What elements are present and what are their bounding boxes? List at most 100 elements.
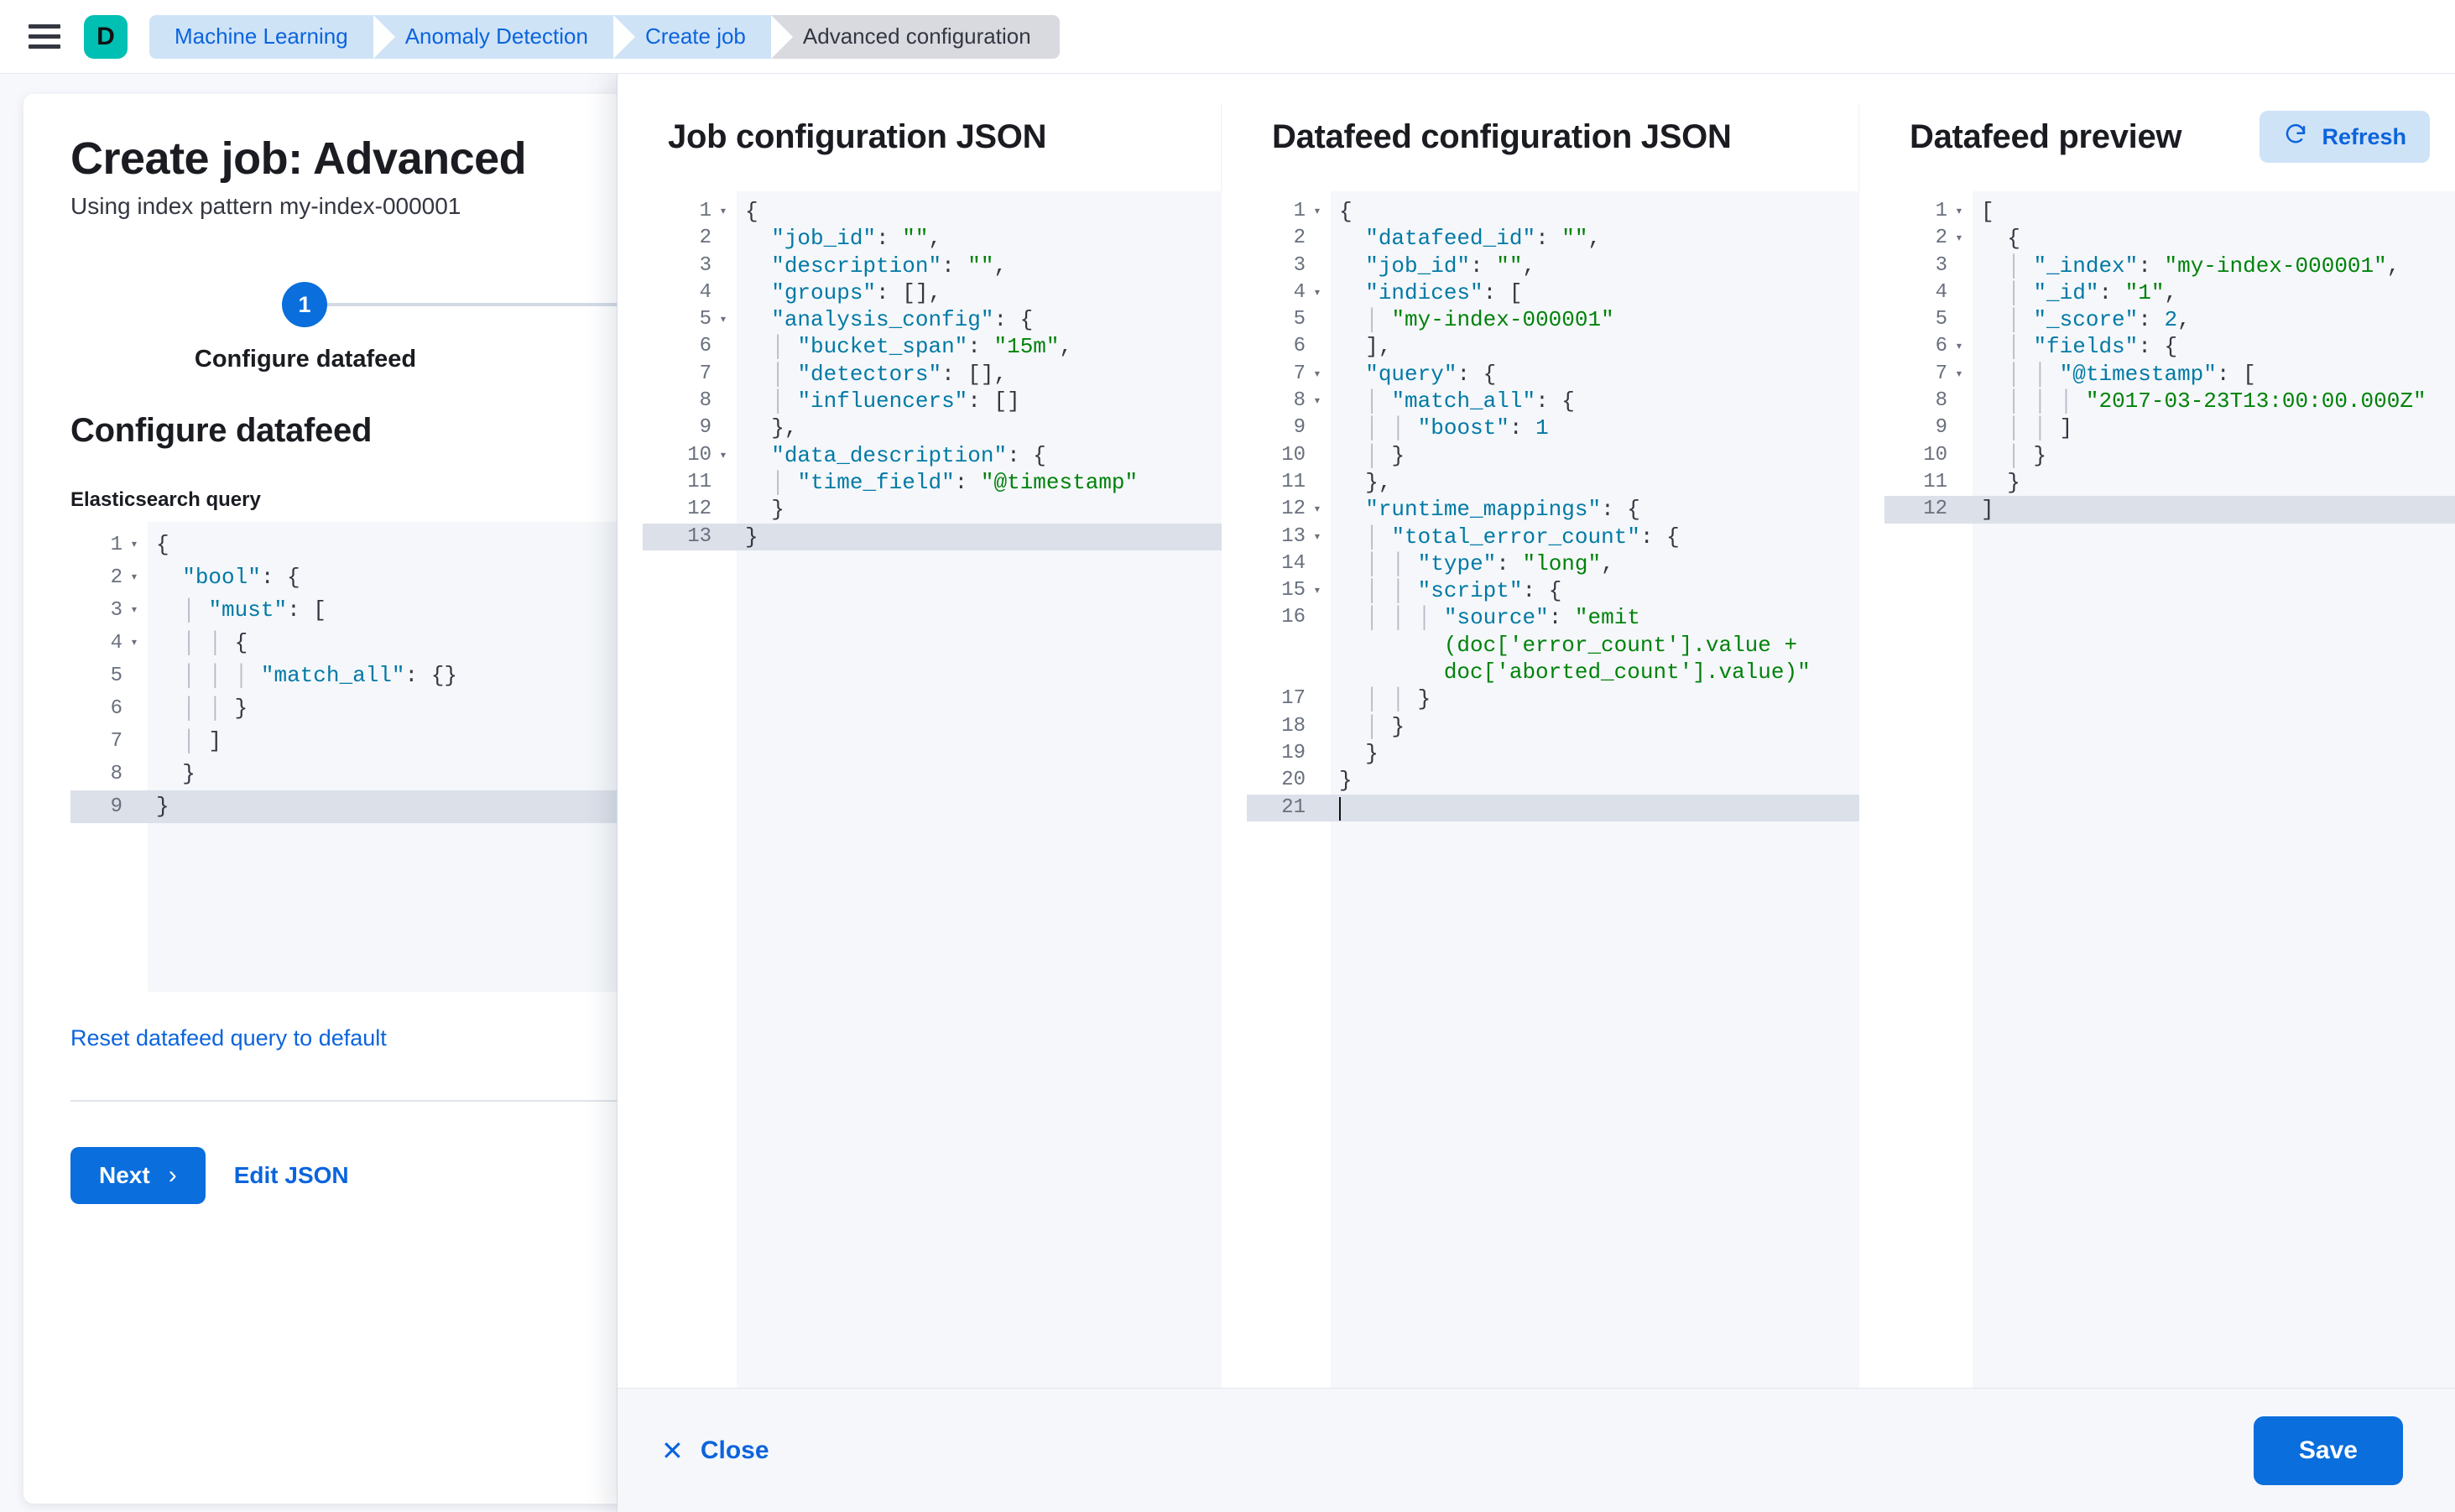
fold-caret-icon: ▾	[1313, 583, 1321, 599]
code-line: │ │ │ "source": "emit (doc['error_count'…	[1365, 605, 1811, 686]
line-number: 10▾	[643, 442, 737, 469]
code-line: │ "fields": {	[2007, 334, 2178, 360]
line-number: 5	[1935, 308, 1947, 331]
line-number: 2	[699, 227, 711, 250]
code-line: {	[156, 532, 169, 557]
code-line: }	[1339, 768, 1353, 794]
line-number: 4	[1935, 280, 1947, 304]
code-line: │ ]	[182, 728, 222, 753]
code-line: │ │ {	[182, 630, 248, 655]
elasticsearch-query-label: Elasticsearch query	[70, 488, 261, 511]
step-1-bullet[interactable]: 1	[282, 282, 327, 327]
edit-json-button[interactable]: Edit JSON	[233, 1162, 349, 1188]
refresh-button-label: Refresh	[2322, 123, 2406, 149]
code-line: "description": "",	[771, 253, 1008, 279]
line-number: 12	[687, 498, 711, 521]
reset-datafeed-query-link[interactable]: Reset datafeed query to default	[70, 1025, 387, 1051]
line-number: 3	[699, 253, 711, 277]
line-number: 13	[643, 523, 737, 550]
code-line: }	[2007, 469, 2020, 495]
line-number: 8	[110, 763, 122, 785]
line-number: 9	[699, 416, 711, 440]
code-content[interactable]: { "datafeed_id": "", "job_id": "", "indi…	[1331, 191, 1859, 1388]
step-connector-line	[327, 303, 866, 306]
code-line: │ │ }	[182, 696, 248, 721]
close-button-label: Close	[700, 1436, 769, 1464]
fold-caret-icon: ▾	[719, 204, 727, 219]
code-line: "datafeed_id": "",	[1365, 226, 1602, 252]
divider	[70, 1100, 869, 1102]
line-number: 8▾	[1247, 388, 1331, 414]
line-number: 11	[687, 470, 711, 493]
next-button[interactable]: Next ›	[70, 1147, 206, 1204]
code-line: ]	[1973, 496, 2455, 524]
job-configuration-json-title: Job configuration JSON	[668, 117, 1047, 155]
fold-caret-icon: ▾	[1313, 529, 1321, 545]
code-content[interactable]: [ { │ "_index": "my-index-000001", │ "_i…	[1973, 191, 2455, 1388]
line-number: 3	[1293, 253, 1306, 277]
close-button[interactable]: ✕ Close	[661, 1435, 769, 1467]
line-number: 12▾	[1247, 496, 1331, 523]
code-line: {	[2007, 226, 2020, 252]
refresh-icon	[2283, 122, 2308, 153]
code-line: },	[771, 415, 798, 441]
line-number: 9	[1293, 416, 1306, 440]
line-number: 17	[1281, 687, 1306, 711]
code-line: │ "_score": 2,	[2007, 307, 2191, 333]
refresh-button[interactable]: Refresh	[2260, 111, 2430, 163]
code-line: "analysis_config": {	[771, 307, 1034, 333]
code-line: │ }	[1365, 713, 1405, 739]
code-line: │ │ ]	[2007, 415, 2073, 441]
section-heading: Configure datafeed	[70, 412, 373, 449]
line-number: 6	[110, 697, 122, 720]
fold-caret-icon: ▾	[1313, 394, 1321, 409]
fold-caret-icon: ▾	[719, 447, 727, 463]
code-line: │ │ "boost": 1	[1365, 415, 1549, 441]
code-line: │ "_id": "1",	[2007, 279, 2178, 305]
code-line: [	[1981, 199, 1994, 224]
hamburger-menu-icon[interactable]	[29, 19, 64, 55]
breadcrumb-item-advanced-configuration[interactable]: Advanced configuration	[770, 14, 1060, 59]
text-cursor	[1339, 797, 1341, 821]
fold-caret-icon: ▾	[130, 537, 138, 552]
line-number: 7	[110, 730, 122, 753]
page-subtitle: Using index pattern my-index-000001	[70, 193, 461, 219]
line-number: 2▾	[1884, 225, 1973, 252]
code-line: │ │ "@timestamp": [	[2007, 361, 2256, 387]
breadcrumb-item-machine-learning[interactable]: Machine Learning	[149, 14, 395, 59]
code-line: │ "my-index-000001"	[1365, 307, 1614, 333]
line-number: 1▾	[643, 198, 737, 225]
fold-caret-icon: ▾	[1313, 204, 1321, 219]
code-line: ],	[1365, 334, 1392, 360]
breadcrumb-item-create-job[interactable]: Create job	[612, 14, 793, 59]
fold-caret-icon: ▾	[1955, 231, 1963, 247]
column-header: Datafeed preview Refresh	[1884, 104, 2455, 169]
top-chrome-bar: D Machine Learning Anomaly Detection Cre…	[0, 0, 2455, 74]
line-number: 13▾	[1247, 524, 1331, 550]
line-number: 21	[1247, 794, 1331, 821]
column-header: Datafeed configuration JSON	[1247, 104, 1858, 169]
code-line: "runtime_mappings": {	[1365, 497, 1640, 523]
code-line: │ }	[2007, 442, 2047, 468]
save-button[interactable]: Save	[2253, 1416, 2403, 1485]
code-line: }	[182, 761, 195, 786]
fold-caret-icon: ▾	[1955, 339, 1963, 355]
space-avatar[interactable]: D	[84, 14, 128, 59]
code-line: "job_id": "",	[771, 226, 942, 252]
line-number: 7	[699, 362, 711, 385]
action-row: Next › Edit JSON	[70, 1147, 866, 1204]
line-number: 4▾	[1247, 279, 1331, 306]
fold-caret-icon: ▾	[1955, 204, 1963, 219]
code-line: │ │ │ "2017-03-23T13:00:00.000Z"	[2007, 388, 2426, 414]
wizard-stepper: 1 Configure datafeed	[70, 282, 866, 373]
breadcrumb-item-anomaly-detection[interactable]: Anomaly Detection	[373, 14, 636, 59]
line-number: 6	[699, 335, 711, 358]
code-line: │ "time_field": "@timestamp"	[771, 469, 1139, 495]
code-content[interactable]: { "job_id": "", "description": "", "grou…	[737, 191, 1222, 1388]
fold-caret-icon: ▾	[1955, 366, 1963, 382]
